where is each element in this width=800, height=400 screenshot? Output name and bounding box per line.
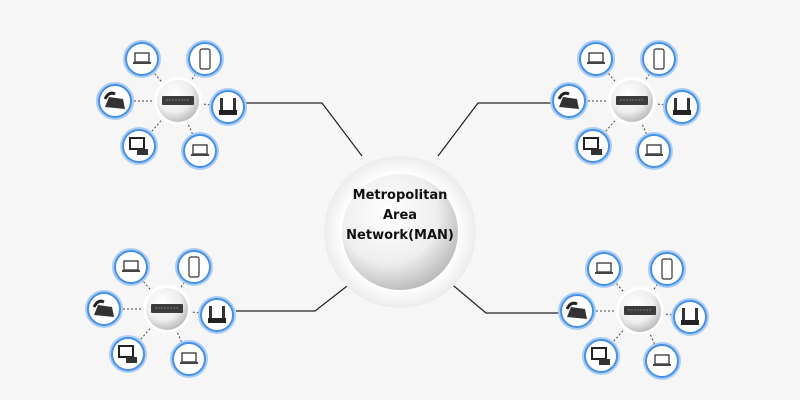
smartphone-icon	[175, 248, 213, 286]
man-link	[437, 102, 556, 157]
laptop-icon	[577, 40, 615, 78]
man-core-node	[324, 156, 476, 308]
label-line: Metropolitan	[352, 188, 448, 203]
smartphone-icon	[640, 40, 678, 78]
network-switch-icon	[143, 285, 191, 333]
lan-link	[640, 120, 648, 135]
man-links	[236, 102, 564, 314]
lan-link	[615, 282, 627, 295]
router-icon	[198, 296, 236, 334]
desktop-computer-icon	[109, 335, 147, 373]
lan-link	[604, 117, 618, 133]
desk-phone-icon	[558, 292, 596, 330]
lan-link	[150, 117, 164, 133]
lan-link	[186, 120, 194, 135]
smartphone-icon	[648, 250, 686, 288]
man-core-label: Metropolitan Area Network(MAN)	[330, 186, 470, 246]
network-switch-icon	[616, 287, 664, 335]
label-line: Network(MAN)	[346, 228, 454, 243]
top-left-lan	[96, 40, 247, 170]
lan-link	[175, 328, 183, 343]
network-switch-icon	[608, 77, 656, 125]
laptop-icon	[181, 132, 219, 170]
laptop-icon	[635, 132, 673, 170]
man-link	[441, 275, 564, 314]
laptop-icon	[112, 248, 150, 286]
router-icon	[671, 298, 709, 336]
lan-link	[153, 72, 165, 85]
lan-link	[607, 72, 619, 85]
desk-phone-icon	[96, 82, 134, 120]
laptop-icon	[643, 342, 681, 380]
laptop-icon	[170, 340, 208, 378]
desk-phone-icon	[550, 82, 588, 120]
laptop-icon	[123, 40, 161, 78]
bottom-left-lan	[85, 248, 236, 378]
laptop-icon	[585, 250, 623, 288]
man-link	[246, 102, 363, 157]
bottom-right-lan	[558, 250, 709, 380]
lan-link	[142, 280, 154, 293]
router-icon	[663, 88, 701, 126]
lan-link	[648, 330, 656, 345]
desktop-computer-icon	[582, 337, 620, 375]
lan-link	[139, 325, 153, 341]
desk-phone-icon	[85, 290, 123, 328]
lan-link	[612, 327, 626, 343]
top-right-lan	[550, 40, 701, 170]
desktop-computer-icon	[120, 127, 158, 165]
man-link	[236, 275, 361, 312]
smartphone-icon	[186, 40, 224, 78]
label-line: Area	[382, 208, 418, 223]
desktop-computer-icon	[574, 127, 612, 165]
router-icon	[209, 88, 247, 126]
network-switch-icon	[154, 77, 202, 125]
